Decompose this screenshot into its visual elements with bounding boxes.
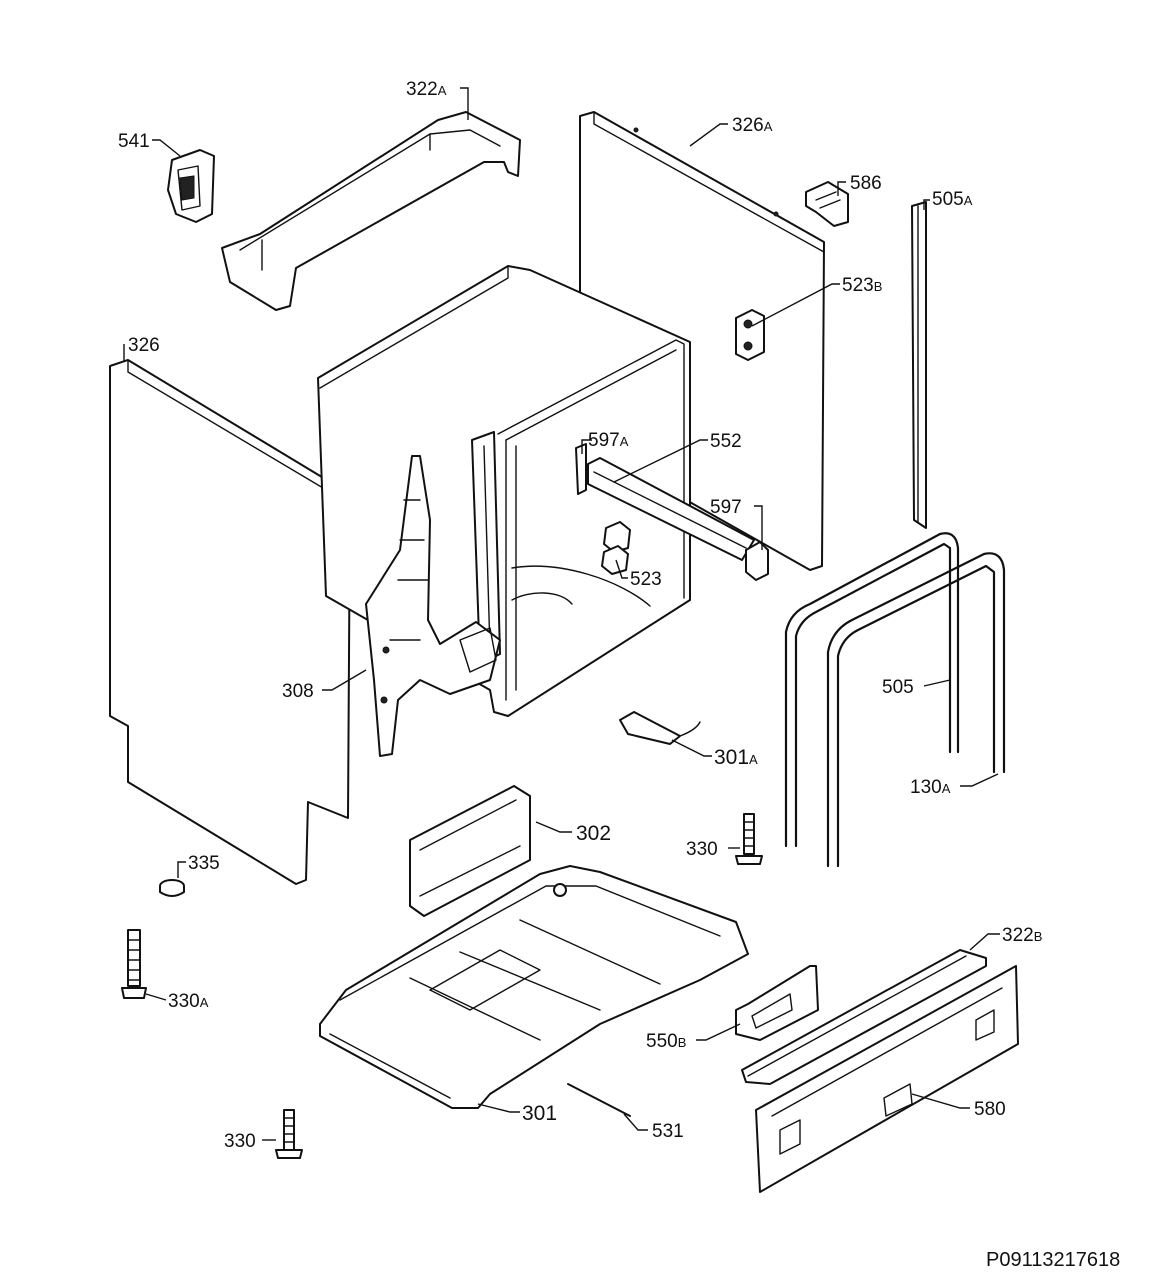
callout-580: 580 <box>974 1099 1006 1120</box>
callout-labels: 541 322A 326A 586 505A 523B 326 597A 552… <box>118 79 1042 1152</box>
part-330a-screw <box>121 929 147 999</box>
part-301a-bracket <box>619 711 701 745</box>
part-541-clip <box>167 149 215 223</box>
callout-330a: 330A <box>168 991 209 1012</box>
part-523-bushings <box>601 521 631 575</box>
callout-301a: 301A <box>714 746 758 769</box>
part-531-wire <box>567 1083 631 1117</box>
callout-531: 531 <box>652 1121 684 1142</box>
callout-130a: 130A <box>910 777 951 798</box>
callout-505: 505 <box>882 677 914 698</box>
part-330-screw-top <box>735 813 763 865</box>
part-335-nut <box>159 879 185 897</box>
part-550b-bracket <box>735 965 819 1041</box>
part-597-clip <box>745 541 769 581</box>
part-301-base-frame <box>319 865 749 1109</box>
callout-322a: 322A <box>406 79 447 100</box>
callout-335: 335 <box>188 853 220 874</box>
callout-586: 586 <box>850 173 882 194</box>
callout-523b: 523B <box>842 275 882 296</box>
part-308-hinge-assembly <box>365 455 501 757</box>
callout-302: 302 <box>576 822 611 845</box>
callout-326: 326 <box>128 335 160 356</box>
drawing-reference-number: P09113217618 <box>986 1249 1120 1271</box>
callout-552: 552 <box>710 431 742 452</box>
part-330-screw-bottom <box>275 1109 303 1159</box>
callout-322b: 322B <box>1002 925 1042 946</box>
part-586-bracket <box>805 181 849 227</box>
part-130a-door-seal <box>826 552 1006 868</box>
callout-597a: 597A <box>588 430 629 451</box>
part-326-left-side-panel <box>109 359 351 885</box>
leader-lines <box>123 87 1000 1141</box>
callout-523: 523 <box>630 569 662 590</box>
callout-597: 597 <box>710 497 742 518</box>
callout-541: 541 <box>118 131 150 152</box>
part-580-lower-panel <box>755 965 1019 1193</box>
callout-550b: 550B <box>646 1031 686 1052</box>
callout-301: 301 <box>522 1102 557 1125</box>
part-523b-hinge-plate <box>735 309 765 361</box>
part-302-front-panel <box>409 785 531 917</box>
callout-330-bottom: 330 <box>224 1131 256 1152</box>
part-505-door-seal <box>784 532 960 848</box>
part-322b-rail <box>741 949 987 1085</box>
callout-330-top: 330 <box>686 839 718 860</box>
part-322a-top-bracket <box>221 111 521 311</box>
callout-505a: 505A <box>932 189 973 210</box>
callout-308: 308 <box>282 681 314 702</box>
part-505a-seal-strip <box>911 201 927 529</box>
callout-326a: 326A <box>732 115 773 136</box>
part-597a-clip <box>575 443 587 495</box>
